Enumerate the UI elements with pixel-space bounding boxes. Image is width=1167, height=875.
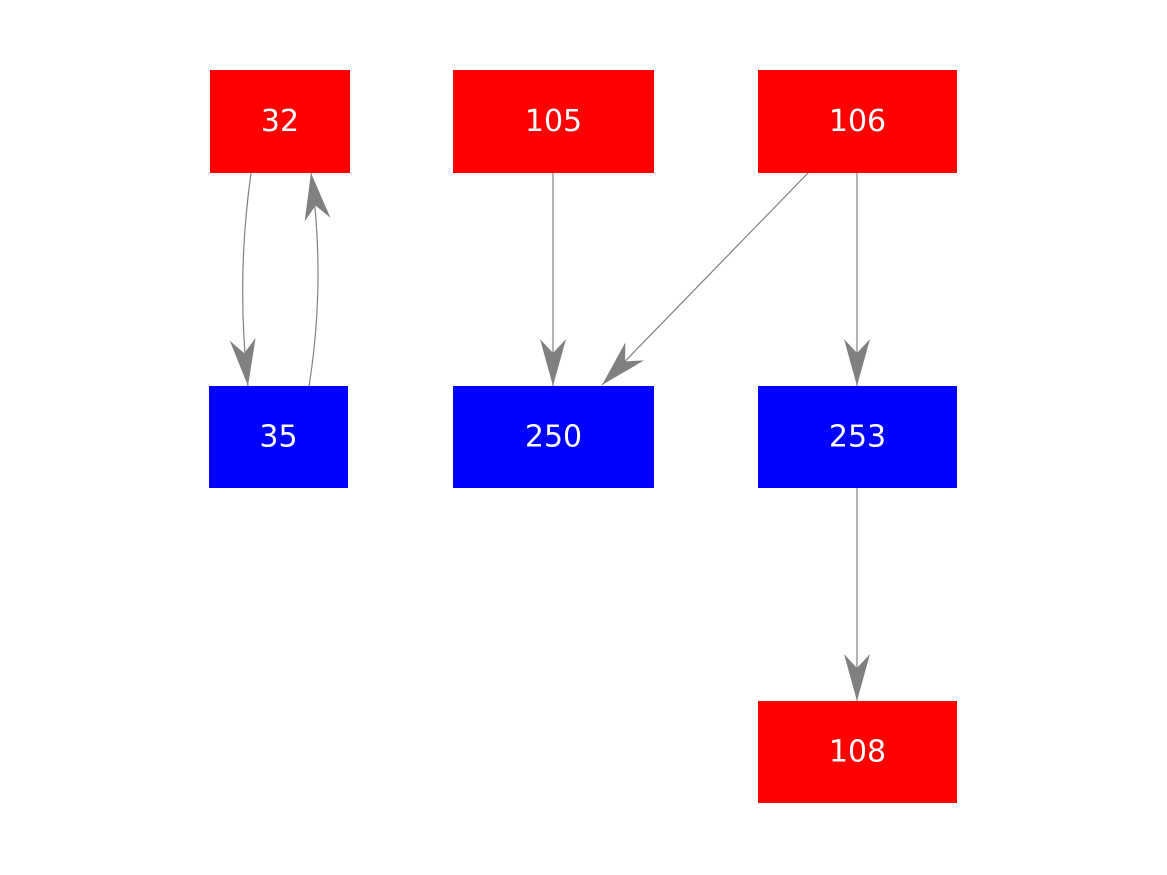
edge-35-32 bbox=[304, 172, 331, 387]
node-35-label: 35 bbox=[259, 420, 297, 455]
nodes-layer: 32 105 106 35 250 253 108 bbox=[209, 70, 957, 803]
node-250: 250 bbox=[453, 386, 654, 488]
node-250-box bbox=[453, 386, 654, 488]
edges-layer bbox=[229, 172, 870, 701]
node-32-label: 32 bbox=[261, 104, 299, 139]
node-108: 108 bbox=[758, 701, 957, 803]
node-105: 105 bbox=[453, 70, 654, 173]
node-35: 35 bbox=[209, 386, 348, 488]
edge-32-35 bbox=[229, 172, 256, 387]
node-106: 106 bbox=[758, 70, 957, 173]
node-35-box bbox=[209, 386, 348, 488]
node-105-label: 105 bbox=[525, 104, 582, 139]
node-105-box bbox=[453, 70, 654, 173]
node-108-label: 108 bbox=[829, 735, 886, 770]
node-253: 253 bbox=[758, 386, 957, 488]
edge-106-250 bbox=[601, 172, 809, 386]
node-253-box bbox=[758, 386, 957, 488]
node-253-label: 253 bbox=[829, 420, 886, 455]
node-108-box bbox=[758, 701, 957, 803]
node-106-label: 106 bbox=[829, 104, 886, 139]
node-32-box bbox=[210, 70, 350, 173]
node-250-label: 250 bbox=[525, 420, 582, 455]
node-32: 32 bbox=[210, 70, 350, 173]
node-106-box bbox=[758, 70, 957, 173]
